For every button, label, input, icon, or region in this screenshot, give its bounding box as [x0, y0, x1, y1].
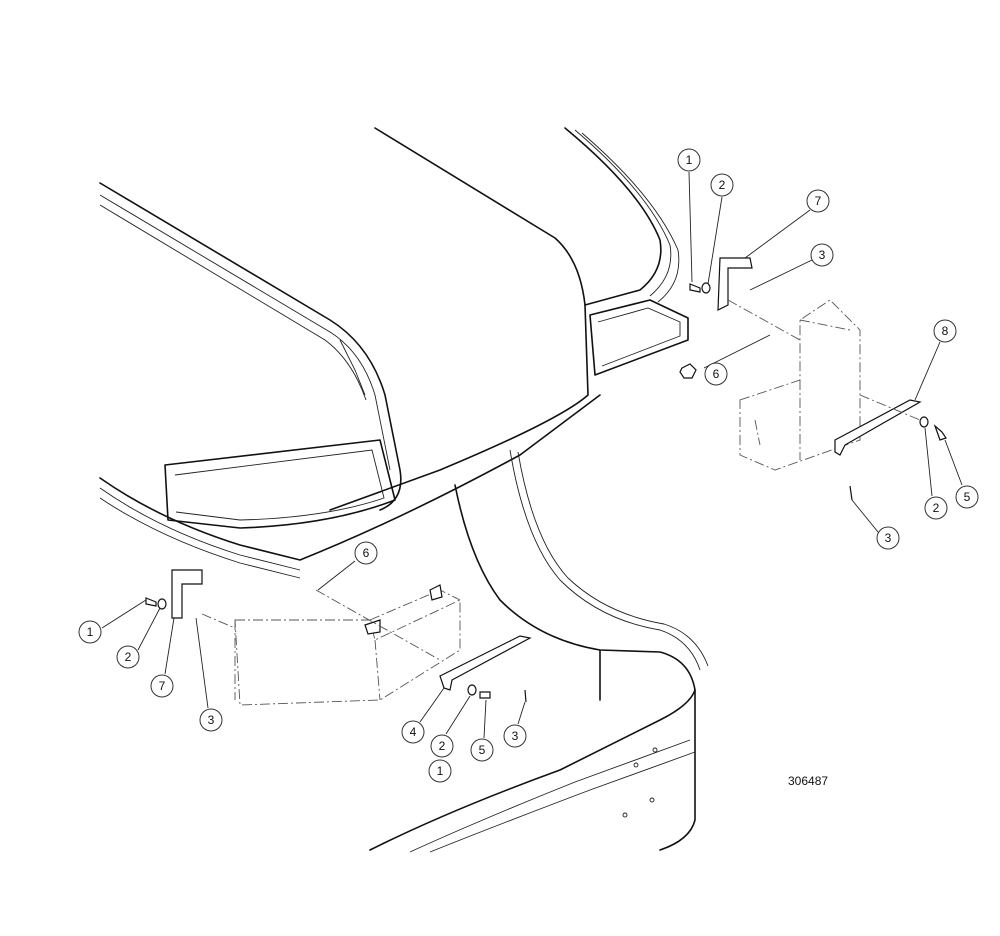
washer-left-lower	[467, 684, 477, 696]
callout-label: 1	[87, 625, 94, 639]
callout-balloon: 2	[116, 645, 140, 669]
callout-circle	[503, 724, 527, 748]
callouts: 1 2 7 3 6 8 2 5 3 6 1 2 7 3 4 2 5 3 1	[78, 148, 979, 783]
callout-balloon: 2	[924, 496, 948, 520]
callout-circle	[677, 148, 701, 172]
leader-lines	[101, 171, 963, 739]
callout-label: 6	[363, 546, 370, 560]
bracket-7-left	[171, 569, 203, 619]
callout-label: 7	[815, 194, 822, 208]
bracket-7-right	[717, 257, 753, 311]
callout-circle	[924, 496, 948, 520]
clip-left-2	[429, 584, 443, 601]
fender-outline	[369, 449, 709, 853]
callout-circle	[955, 485, 979, 509]
callout-circle	[150, 674, 174, 698]
washer-right-upper	[701, 282, 711, 294]
callout-label: 3	[208, 713, 215, 727]
callout-label: 6	[713, 367, 720, 381]
callout-circle	[704, 362, 728, 386]
right-lamp-phantom	[739, 299, 861, 471]
nut-right-lower	[849, 485, 853, 501]
callout-circle	[876, 526, 900, 550]
right-hardware	[679, 257, 947, 501]
callout-label: 2	[933, 501, 940, 515]
callout-balloon: 5	[470, 738, 494, 762]
callout-balloon: 1	[78, 620, 102, 644]
callout-label: 3	[512, 729, 519, 743]
bolt-right-lower	[933, 424, 947, 441]
callout-label: 2	[125, 650, 132, 664]
callout-circle	[428, 759, 452, 783]
callout-balloon: 3	[199, 708, 223, 732]
callout-circle	[430, 734, 454, 758]
callout-label: 2	[719, 178, 726, 192]
callout-label: 8	[942, 324, 949, 338]
callout-circle	[710, 173, 734, 197]
callout-label: 3	[885, 531, 892, 545]
nut-left-lower	[524, 689, 527, 703]
hood-outline	[99, 127, 689, 579]
callout-balloon: 6	[354, 541, 378, 565]
bracket-8-right	[834, 399, 922, 456]
callout-circle	[810, 243, 834, 267]
callout-balloon: 3	[876, 526, 900, 550]
washer-right-lower	[919, 416, 929, 428]
callout-label: 3	[819, 248, 826, 262]
callout-circle	[199, 708, 223, 732]
bracket-4-left	[439, 635, 532, 691]
callout-circle	[78, 620, 102, 644]
callout-balloon: 1	[677, 148, 701, 172]
screw-right-upper	[689, 283, 701, 293]
callout-label: 4	[410, 725, 417, 739]
screw-left-upper	[145, 597, 157, 607]
callout-balloon: 5	[955, 485, 979, 509]
callout-balloon: 7	[806, 189, 830, 213]
callout-label: 1	[686, 153, 693, 167]
washer-left-upper	[157, 598, 167, 610]
callout-balloon: 1	[428, 759, 452, 783]
callout-circle	[470, 738, 494, 762]
callout-balloon: 7	[150, 674, 174, 698]
callout-balloon: 3	[810, 243, 834, 267]
callout-circle	[401, 720, 425, 744]
callout-circle	[933, 319, 957, 343]
callout-circle	[354, 541, 378, 565]
drawing-number: 306487	[788, 774, 829, 788]
callout-balloon: 2	[430, 734, 454, 758]
callout-label: 2	[439, 739, 446, 753]
callout-circle	[116, 645, 140, 669]
callout-balloon: 2	[710, 173, 734, 197]
bolt-left-lower	[479, 691, 491, 699]
nut-6-right	[679, 363, 697, 379]
callout-circle	[806, 189, 830, 213]
callout-label: 1	[437, 764, 444, 778]
clip-left	[364, 619, 381, 635]
callout-balloon: 6	[704, 362, 728, 386]
callout-balloon: 4	[401, 720, 425, 744]
left-hardware	[145, 569, 532, 703]
callout-balloon: 8	[933, 319, 957, 343]
callout-label: 7	[159, 679, 166, 693]
callout-balloon: 3	[503, 724, 527, 748]
left-lamp-phantom	[234, 589, 461, 706]
callout-label: 5	[964, 490, 971, 504]
callout-label: 5	[479, 743, 486, 757]
